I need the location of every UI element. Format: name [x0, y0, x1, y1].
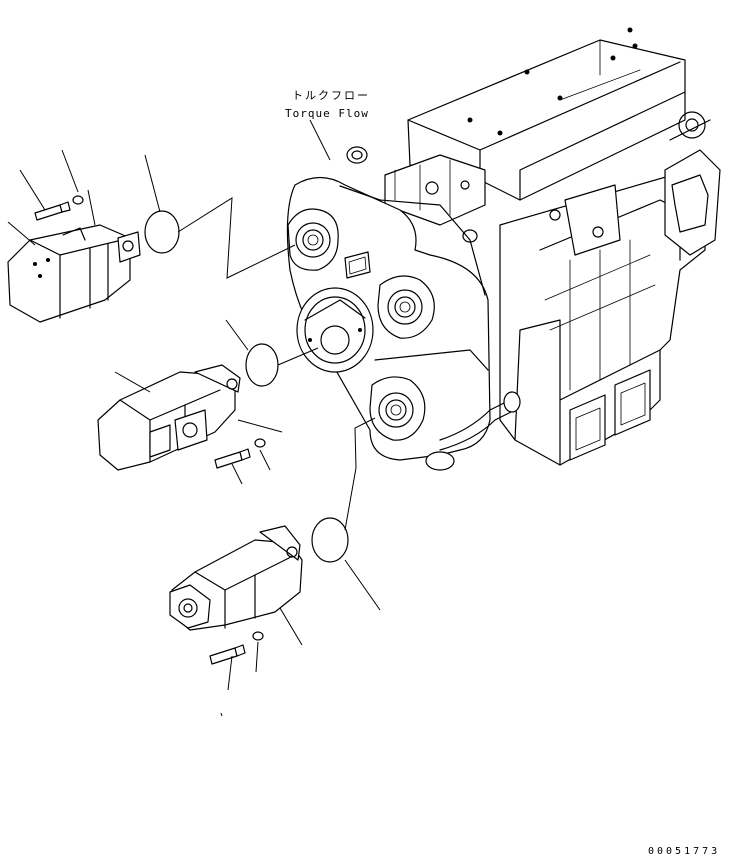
- upper-o-ring: [144, 210, 180, 254]
- torque-flow-label-english: Torque Flow: [285, 107, 369, 120]
- leader-lines: [7, 149, 381, 717]
- middle-bolt: [214, 448, 251, 469]
- upper-pump: [7, 224, 141, 323]
- lower-washer: [252, 631, 264, 641]
- lower-pump: [169, 525, 303, 631]
- upper-washer: [72, 195, 84, 205]
- torque-flow-label-japanese: トルクフロー: [292, 89, 370, 102]
- upper-bolt: [34, 201, 71, 221]
- lower-o-ring: [311, 517, 349, 563]
- lower-bolt: [209, 644, 246, 665]
- middle-washer: [254, 438, 266, 448]
- torque-flow-pointer: [309, 119, 331, 161]
- transmission-housing: [346, 27, 721, 466]
- middle-o-ring: [245, 343, 279, 387]
- pto-gear-case: [286, 176, 521, 471]
- drawing-number: 00051773: [648, 846, 721, 857]
- middle-pump: [97, 364, 241, 471]
